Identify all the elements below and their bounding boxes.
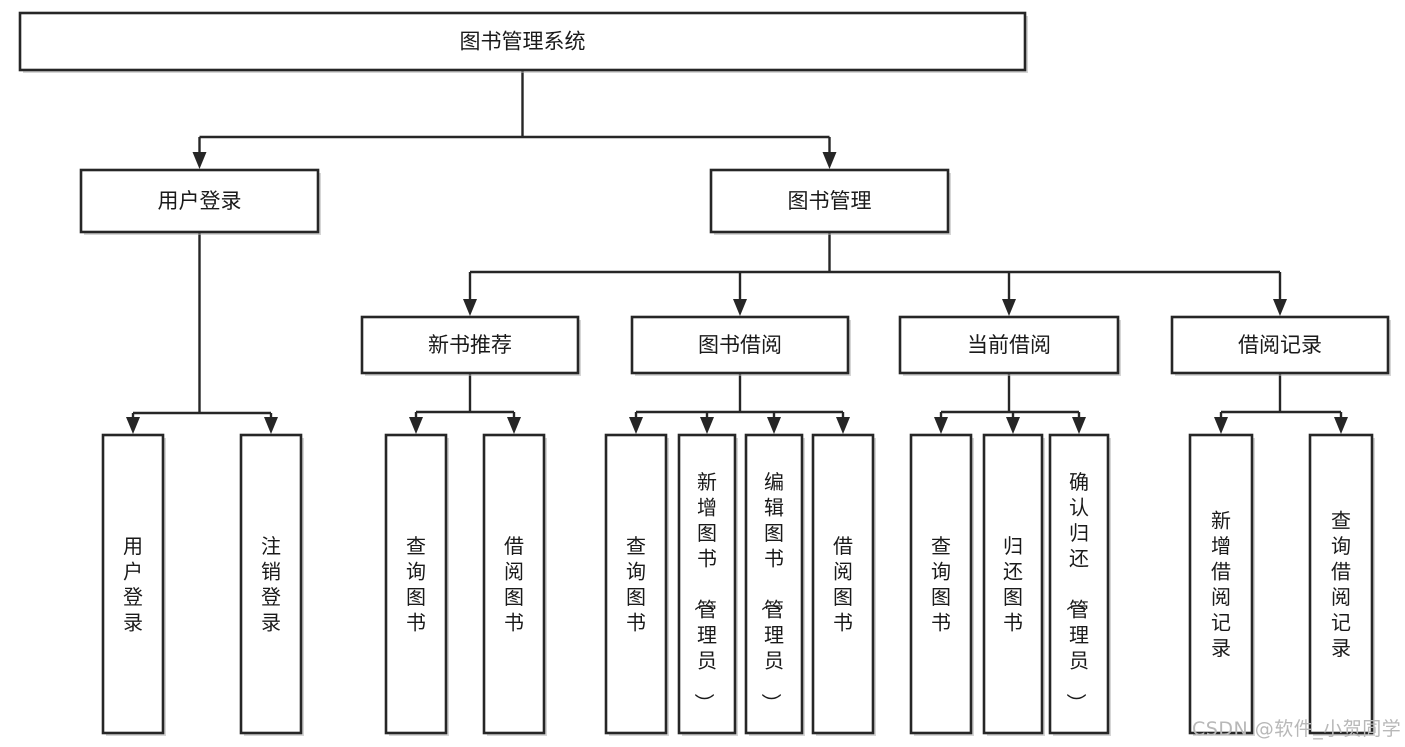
arrow-head-icon: [733, 299, 747, 316]
node-leaf-query-record[interactable]: 查询借阅记录: [1308, 433, 1375, 736]
node-leaf-add-record[interactable]: 新增借阅记录: [1188, 433, 1255, 736]
node-leaf-logout[interactable]: 注销登录: [239, 433, 304, 736]
connector-group-new-book-rec: [409, 373, 521, 434]
node-box[interactable]: [1048, 433, 1110, 735]
node-label: 确认归还（管理员）: [1064, 470, 1089, 713]
node-label: 查询借阅记录: [1331, 508, 1351, 660]
node-label: 新书推荐: [428, 333, 512, 357]
node-box[interactable]: [384, 433, 448, 735]
node-label: 借阅图书: [833, 534, 853, 635]
node-box[interactable]: [744, 433, 804, 735]
node-leaf-borrow-book-1[interactable]: 借阅图书: [482, 433, 547, 736]
arrow-head-icon: [836, 417, 850, 434]
node-label: 查询图书: [626, 534, 646, 635]
node-box[interactable]: [909, 433, 973, 735]
node-box[interactable]: [1188, 433, 1254, 735]
node-leaf-borrow-book-2[interactable]: 借阅图书: [811, 433, 876, 736]
arrow-head-icon: [822, 152, 837, 169]
connector-group-current-borrow: [934, 373, 1086, 434]
node-leaf-edit-book[interactable]: 编辑图书（管理员）: [744, 433, 805, 736]
arrow-head-icon: [700, 417, 714, 434]
arrow-head-icon: [629, 417, 643, 434]
node-label: 图书借阅: [698, 333, 782, 357]
node-current-borrow[interactable]: 当前借阅: [898, 315, 1121, 376]
node-label: 编辑图书（管理员）: [759, 470, 784, 713]
connector-group-book-manage: [463, 232, 1287, 316]
node-label: 用户登录: [158, 189, 242, 213]
node-new-book-rec[interactable]: 新书推荐: [360, 315, 581, 376]
node-box[interactable]: [898, 315, 1120, 375]
node-label: 借阅记录: [1238, 333, 1322, 357]
node-box[interactable]: [630, 315, 850, 375]
arrow-head-icon: [934, 417, 948, 434]
node-borrow-record[interactable]: 借阅记录: [1170, 315, 1391, 376]
node-box[interactable]: [677, 433, 737, 735]
arrow-head-icon: [126, 417, 140, 434]
node-box[interactable]: [811, 433, 875, 735]
node-book-manage[interactable]: 图书管理: [709, 168, 951, 235]
arrow-head-icon: [1214, 417, 1228, 434]
node-leaf-return-book[interactable]: 归还图书: [982, 433, 1045, 736]
arrow-head-icon: [264, 417, 278, 434]
node-box[interactable]: [101, 433, 165, 735]
arrow-head-icon: [507, 417, 521, 434]
node-label: 归还图书: [1003, 534, 1023, 635]
arrow-head-icon: [192, 152, 207, 169]
node-user-login[interactable]: 用户登录: [79, 168, 321, 235]
node-label: 新增图书（管理员）: [692, 470, 717, 713]
arrow-head-icon: [409, 417, 423, 434]
node-leaf-confirm-return[interactable]: 确认归还（管理员）: [1048, 433, 1111, 736]
node-label: 图书管理: [788, 189, 872, 213]
node-label: 当前借阅: [967, 333, 1051, 357]
node-leaf-user-login[interactable]: 用户登录: [101, 433, 166, 736]
node-box[interactable]: [1308, 433, 1374, 735]
node-box[interactable]: [1170, 315, 1390, 375]
connector-group-book-borrow: [629, 373, 850, 434]
csdn-watermark: CSDN @软件_小贺同学: [1192, 718, 1401, 740]
arrow-head-icon: [1273, 299, 1287, 316]
node-leaf-query-book-1[interactable]: 查询图书: [384, 433, 449, 736]
node-leaf-query-book-2[interactable]: 查询图书: [604, 433, 669, 736]
node-book-borrow[interactable]: 图书借阅: [630, 315, 851, 376]
node-box[interactable]: [18, 11, 1027, 72]
node-label: 用户登录: [123, 534, 143, 635]
connector-group-user-login: [126, 232, 278, 434]
connector-group-borrow-record: [1214, 373, 1348, 434]
node-box[interactable]: [709, 168, 950, 234]
arrow-head-icon: [767, 417, 781, 434]
node-box[interactable]: [239, 433, 303, 735]
node-label: 注销登录: [261, 534, 281, 635]
node-box[interactable]: [482, 433, 546, 735]
node-label: 新增借阅记录: [1211, 508, 1231, 660]
node-label: 借阅图书: [504, 534, 524, 635]
node-box[interactable]: [604, 433, 668, 735]
arrow-head-icon: [1002, 299, 1016, 316]
node-label: 查询图书: [931, 534, 951, 635]
node-box[interactable]: [79, 168, 320, 234]
node-root[interactable]: 图书管理系统: [18, 11, 1028, 73]
arrow-head-icon: [463, 299, 477, 316]
connector-group-root: [192, 70, 837, 169]
arrow-head-icon: [1334, 417, 1348, 434]
node-label: 查询图书: [406, 534, 426, 635]
arrow-head-icon: [1006, 417, 1020, 434]
node-layer: 图书管理系统用户登录图书管理新书推荐图书借阅当前借阅借阅记录用户登录注销登录查询…: [18, 11, 1391, 736]
node-leaf-add-book[interactable]: 新增图书（管理员）: [677, 433, 738, 736]
connector-layer: [126, 70, 1348, 434]
node-box[interactable]: [360, 315, 580, 375]
arrow-head-icon: [1072, 417, 1086, 434]
node-box[interactable]: [982, 433, 1044, 735]
node-leaf-query-book-3[interactable]: 查询图书: [909, 433, 974, 736]
node-label: 图书管理系统: [460, 30, 586, 54]
